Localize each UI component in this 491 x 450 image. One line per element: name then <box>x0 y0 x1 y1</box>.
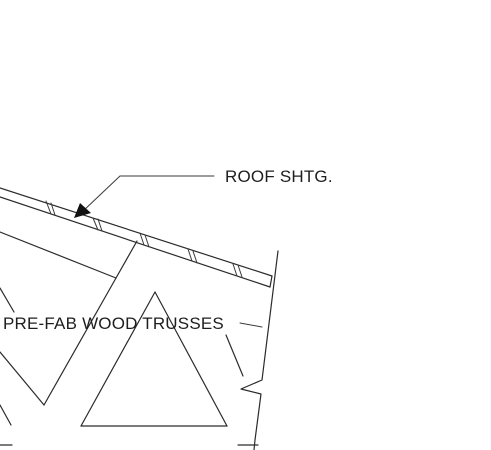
trusses-label: PRE-FAB WOOD TRUSSES <box>3 314 224 333</box>
roof-sheathing-callout: ROOF SHTG. <box>74 167 333 218</box>
wall-break-line <box>240 250 279 450</box>
trusses-leader-line <box>239 322 263 328</box>
sheathing-top-line <box>0 187 273 277</box>
sheathing-end-cap <box>269 275 273 288</box>
roof-sheathing-label: ROOF SHTG. <box>225 167 333 186</box>
truss-web-left-inner <box>43 277 117 406</box>
truss-web-triangle-right <box>154 291 228 427</box>
truss-web-lower-left <box>0 287 15 313</box>
truss-web-right <box>225 334 244 377</box>
roof-sheathing-leader-arrow <box>74 203 91 218</box>
truss-web-left-outer <box>0 231 117 279</box>
sheathing-hatch-marks <box>45 200 243 278</box>
wood-trusses <box>0 231 259 446</box>
sheathing-bottom-line <box>0 196 271 288</box>
truss-web-triangle-left <box>80 291 156 427</box>
roof-sheathing-leader-line <box>81 175 215 213</box>
truss-web-top-link <box>115 240 138 279</box>
trusses-callout: PRE-FAB WOOD TRUSSES <box>3 314 263 333</box>
roof-sheathing <box>0 187 273 288</box>
truss-web-small <box>0 404 12 426</box>
truss-web-left-diagonal <box>0 351 45 406</box>
